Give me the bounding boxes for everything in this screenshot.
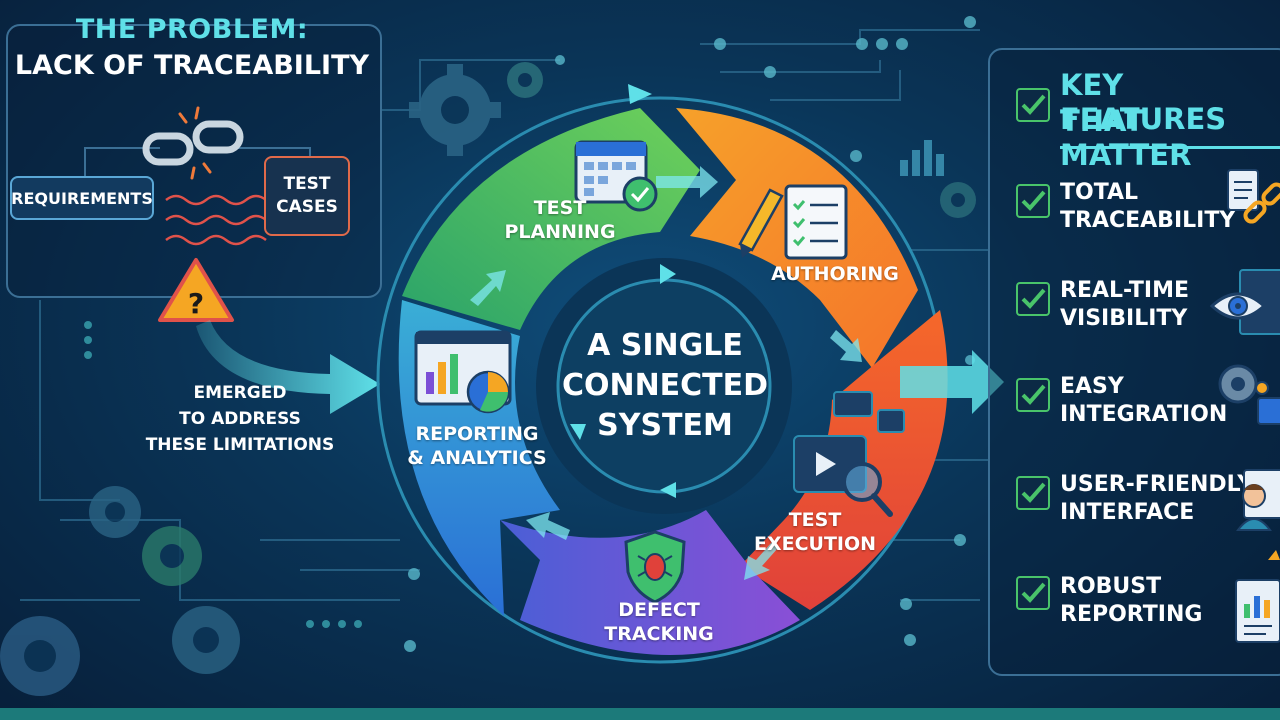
test-cases-box: TEST CASES xyxy=(264,156,350,236)
center-line1: A SINGLE xyxy=(587,328,743,363)
feature-1-line1: TOTAL xyxy=(1060,180,1139,205)
eye-icon xyxy=(1209,269,1280,335)
test-planning-line1: TEST xyxy=(533,197,587,219)
features-divider xyxy=(1060,146,1280,149)
gear-icon xyxy=(89,486,141,538)
calendar-icon xyxy=(574,140,658,212)
gear-icon xyxy=(409,64,501,156)
label-test-execution: TEST EXECUTION xyxy=(750,508,880,556)
feature-4-line2: INTERFACE xyxy=(1060,500,1195,525)
check-icon xyxy=(1016,476,1050,510)
reporting-line2: & ANALYTICS xyxy=(407,447,547,469)
feature-2-line1: REAL-TIME xyxy=(1060,278,1190,303)
features-subtitle: THAT MATTER xyxy=(1060,104,1192,172)
features-title: KEY FEATURES xyxy=(1060,68,1227,136)
feature-5-line1: ROBUST xyxy=(1060,574,1162,599)
broken-link-lines xyxy=(165,194,267,246)
check-icon xyxy=(1016,88,1050,122)
defect-tracking-line1: DEFECT xyxy=(618,599,700,621)
document-link-icon xyxy=(1227,169,1280,224)
emerged-text: EMERGED TO ADDRESS THESE LIMITATIONS xyxy=(130,380,350,458)
emerged-line3: THESE LIMITATIONS xyxy=(145,435,335,455)
check-icon xyxy=(1016,184,1050,218)
requirements-box: REQUIREMENTS xyxy=(10,176,154,220)
bottom-bar xyxy=(0,708,1280,720)
curved-arrow xyxy=(196,320,380,414)
dashboard-icon xyxy=(414,330,512,414)
label-reporting-analytics: REPORTING & ANALYTICS xyxy=(402,422,552,470)
label-authoring: AUTHORING xyxy=(771,263,899,285)
test-execution-line1: TEST xyxy=(788,509,842,531)
features-panel xyxy=(988,48,1280,676)
check-icon xyxy=(1016,576,1050,610)
feature-5-line2: REPORTING xyxy=(1060,602,1203,627)
feature-2-line2: VISIBILITY xyxy=(1060,306,1188,331)
problem-subtitle: LACK OF TRACEABILITY xyxy=(14,50,370,81)
center-line2: CONNECTED xyxy=(561,368,769,403)
problem-graphics: ? xyxy=(84,106,311,322)
checklist-icon xyxy=(784,184,848,260)
pencil-icon xyxy=(738,188,784,258)
feature-4-line1: USER-FRIENDLY xyxy=(1060,472,1254,497)
test-planning-line2: PLANNING xyxy=(504,221,616,243)
execution-icon xyxy=(793,391,905,517)
check-icon xyxy=(1016,282,1050,316)
label-test-planning: TEST PLANNING xyxy=(500,196,620,244)
defect-tracking-line2: TRACKING xyxy=(604,623,714,645)
right-arrow xyxy=(900,350,1004,414)
feature-3-line1: EASY xyxy=(1060,374,1124,399)
bar-chart-icon xyxy=(900,140,944,176)
feature-1-line2: TRACEABILITY xyxy=(1060,208,1236,233)
problem-title: THE PROBLEM: xyxy=(75,14,309,45)
feature-3-line2: INTEGRATION xyxy=(1060,402,1228,427)
label-defect-tracking: DEFECT TRACKING xyxy=(594,598,724,646)
reporting-line1: REPORTING xyxy=(415,423,539,445)
ring-arrowhead xyxy=(628,84,652,104)
check-icon xyxy=(1016,378,1050,412)
gear-puzzle-icon xyxy=(1218,364,1280,425)
test-cases-line2: CASES xyxy=(276,197,338,217)
report-icon xyxy=(1235,550,1280,643)
center-line3: SYSTEM xyxy=(597,408,733,443)
bug-shield-icon xyxy=(624,530,686,604)
gear-icon xyxy=(172,606,240,674)
test-execution-line2: EXECUTION xyxy=(753,533,877,555)
emerged-line1: EMERGED xyxy=(193,383,287,403)
gear-icon xyxy=(940,182,976,218)
user-screen-icon xyxy=(1236,469,1280,531)
gear-icon xyxy=(507,62,543,98)
broken-chain-icon xyxy=(142,120,244,166)
gear-icon xyxy=(0,616,80,696)
gear-icon xyxy=(142,526,202,586)
center-title: A SINGLE CONNECTED SYSTEM xyxy=(560,326,770,446)
emerged-line2: TO ADDRESS xyxy=(179,409,301,429)
warning-icon: ? xyxy=(158,258,234,322)
svg-text:?: ? xyxy=(188,287,204,320)
test-cases-line1: TEST xyxy=(283,174,331,194)
